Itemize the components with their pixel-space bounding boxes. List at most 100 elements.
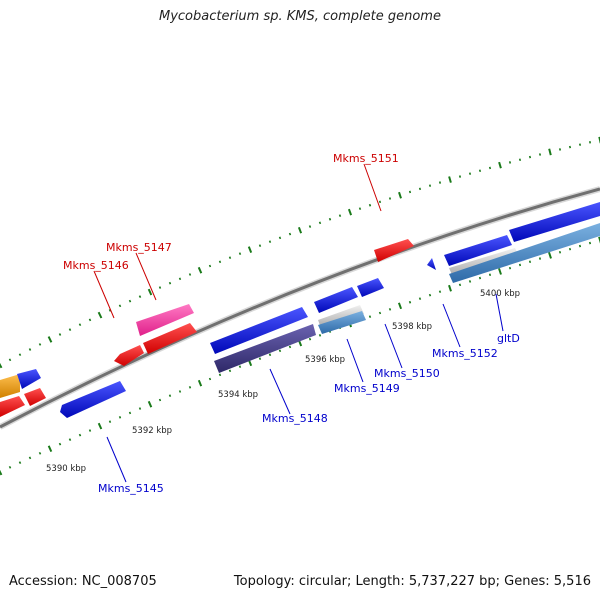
outer-tick-55 (548, 148, 552, 156)
outer-tick-53 (528, 155, 532, 159)
inner-tick-0 (0, 469, 3, 476)
label-Mkms_5151: Mkms_5151 (333, 152, 399, 165)
inner-tick-20 (197, 379, 203, 387)
gene-gltD-steel (449, 223, 600, 283)
outer-tick-30 (297, 226, 303, 234)
outer-tick-42 (418, 187, 422, 191)
gene-red-left-2 (24, 388, 46, 406)
outer-tick-44 (438, 181, 442, 184)
outer-tick-34 (338, 214, 342, 217)
leader-Mkms_5152 (442, 303, 461, 348)
inner-tick-40 (397, 302, 403, 310)
outer-tick-7 (68, 328, 72, 331)
inner-tick-43 (428, 293, 432, 297)
gene-gltD-blue-1 (444, 235, 512, 266)
inner-tick-28 (278, 349, 282, 353)
inner-tick-15 (147, 400, 153, 408)
outer-tick-31 (308, 225, 312, 228)
gene-Mkms_5151 (374, 239, 414, 262)
leader-Mkms_5147 (135, 252, 157, 301)
inner-tick-52 (518, 263, 522, 267)
leader-Mkms_5146 (93, 270, 115, 319)
inner-tick-32 (318, 334, 322, 337)
inner-tick-39 (388, 308, 392, 311)
label-Mkms_5152: Mkms_5152 (432, 347, 498, 360)
leader-Mkms_5150 (384, 323, 403, 369)
inner-tick-10 (97, 422, 103, 430)
outer-tick-37 (368, 203, 372, 207)
outer-tick-51 (508, 161, 512, 164)
outer-tick-47 (468, 172, 472, 175)
label-leaders (93, 163, 504, 483)
outer-tick-54 (538, 153, 542, 156)
inner-tick-29 (288, 345, 292, 349)
gene-red-left-1 (0, 396, 25, 417)
leader-Mkms_5151 (363, 163, 382, 212)
gene-Mkms_5149 (314, 287, 358, 313)
inner-tick-8 (78, 433, 82, 437)
outer-tick-11 (108, 309, 112, 312)
inner-tick-14 (138, 407, 142, 410)
outer-tick-35 (347, 208, 353, 216)
scale-label-5396: 5396 kbp (305, 355, 345, 365)
inner-tick-50 (498, 268, 502, 275)
leader-Mkms_5149 (346, 338, 364, 383)
inner-tick-24 (238, 365, 242, 368)
outer-tick-18 (178, 277, 182, 281)
outer-tick-39 (388, 197, 392, 200)
inner-tick-12 (118, 416, 122, 419)
outer-tick-45 (448, 176, 452, 183)
outer-tick-33 (328, 217, 332, 221)
inner-tick-5 (47, 445, 53, 453)
outer-tick-0 (0, 362, 3, 369)
genome-backbone-edge (0, 187, 600, 429)
genome-stats-text: Topology: circular; Length: 5,737,227 bp… (233, 574, 591, 589)
inner-tick-ring (0, 236, 600, 476)
inner-tick-53 (528, 260, 532, 264)
inner-tick-46 (458, 283, 462, 287)
outer-tick-41 (408, 190, 412, 194)
inner-tick-38 (378, 311, 382, 315)
inner-tick-49 (488, 273, 492, 277)
gene-Mkms_5152 (427, 258, 436, 270)
leader-Mkms_5145 (106, 436, 127, 483)
label-Mkms_5147: Mkms_5147 (106, 241, 172, 254)
outer-tick-38 (378, 200, 382, 204)
inner-tick-11 (108, 420, 112, 423)
inner-tick-48 (478, 276, 482, 280)
gene-Mkms_5145 (60, 381, 126, 418)
outer-tick-19 (188, 273, 192, 276)
inner-tick-22 (218, 373, 222, 377)
gene-Mkms_5150-steel (318, 311, 366, 334)
outer-tick-22 (218, 260, 222, 264)
outer-tick-43 (428, 184, 432, 187)
gene-gltD-blue-2 (509, 202, 600, 242)
inner-tick-45 (448, 284, 452, 292)
inner-tick-18 (178, 390, 182, 393)
inner-tick-57 (568, 247, 572, 251)
outer-tick-27 (268, 240, 272, 243)
inner-tick-54 (538, 257, 542, 260)
label-Mkms_5148: Mkms_5148 (262, 412, 328, 425)
inner-tick-13 (128, 411, 132, 415)
inner-tick-58 (578, 244, 582, 248)
outer-tick-14 (138, 295, 142, 298)
scale-labels: 5390 kbp 5392 kbp 5394 kbp 5396 kbp 5398… (46, 289, 520, 474)
outer-tick-5 (47, 336, 53, 343)
outer-tick-56 (558, 148, 562, 151)
scale-label-5400: 5400 kbp (480, 289, 520, 299)
outer-tick-49 (488, 166, 492, 170)
accession-text: Accession: NC_008705 (9, 574, 157, 589)
gene-orange-left (0, 374, 20, 398)
outer-tick-52 (518, 158, 522, 162)
inner-tick-1 (8, 465, 12, 469)
outer-tick-58 (578, 143, 582, 146)
gene-Mkms_5148 (210, 307, 308, 354)
scale-label-5392: 5392 kbp (132, 426, 172, 436)
outer-tick-24 (238, 252, 242, 255)
inner-tick-31 (308, 337, 312, 341)
inner-tick-60 (598, 236, 600, 244)
outer-tick-32 (318, 221, 322, 225)
label-Mkms_5149: Mkms_5149 (334, 382, 400, 395)
